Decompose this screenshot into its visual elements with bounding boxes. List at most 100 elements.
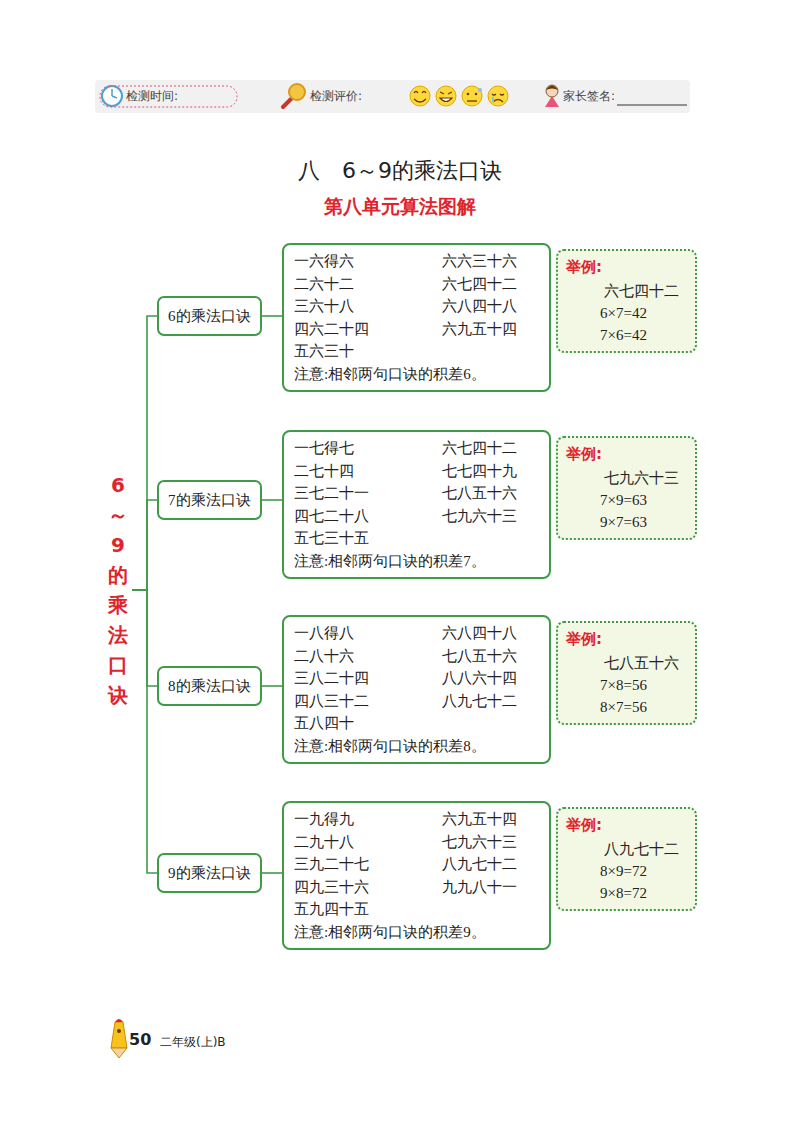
branch-box: 7的乘法口诀: [157, 480, 262, 520]
connector-line: [262, 499, 283, 501]
example-line: 7×8=56: [600, 675, 647, 695]
branch-label: 8的乘法口诀: [168, 676, 251, 696]
rating-faces: [492, 97, 494, 102]
example-box: 举例:八九七十二8×9=729×8=72: [556, 807, 697, 911]
verse-text: 七七四十九: [442, 461, 517, 481]
note-text: 注意:相邻两句口诀的积差7。: [294, 551, 486, 571]
rating-faces: [440, 98, 452, 102]
parent-icon: [545, 85, 559, 107]
verse-text: 三九二十七: [294, 854, 369, 874]
example-line: 7×9=63: [600, 490, 647, 510]
example-line: 8×7=56: [600, 697, 647, 717]
verse-text: 四七二十八: [294, 506, 369, 526]
signature-line: [617, 105, 687, 106]
clock-icon: [102, 86, 122, 106]
time-field: [100, 86, 237, 107]
rating-faces: [462, 86, 482, 106]
magnifier-icon: [283, 99, 291, 107]
verse-text: 三七二十一: [294, 483, 369, 503]
example-line: 八九七十二: [604, 839, 679, 859]
verse-text: 三八二十四: [294, 668, 369, 688]
example-box: 举例:六七四十二6×7=427×6=42: [556, 249, 697, 353]
verse-text: 六九五十四: [442, 319, 517, 339]
branch-box: 8的乘法口诀: [157, 666, 262, 706]
branch-label: 6的乘法口诀: [168, 306, 251, 326]
branch-label: 9的乘法口诀: [168, 863, 251, 883]
verse-text: 一六得六: [294, 251, 354, 271]
rating-faces: [467, 93, 470, 96]
connector-line: [262, 685, 283, 687]
example-line: 7×6=42: [600, 325, 647, 345]
verse-text: 一八得八: [294, 623, 354, 643]
parent-icon: [546, 86, 558, 91]
example-line: 9×7=63: [600, 512, 647, 532]
verse-text: 五六三十: [294, 341, 354, 361]
verse-text: 二六十二: [294, 274, 354, 294]
example-line: 9×8=72: [600, 883, 647, 903]
verse-text: 六八四十八: [442, 296, 517, 316]
rating-faces: [478, 88, 482, 92]
verse-text: 三六十八: [294, 296, 354, 316]
branch-box: 9的乘法口诀: [157, 853, 262, 893]
pencil-icon: [111, 1019, 127, 1058]
topic-text: 6～9的乘法口诀: [108, 470, 128, 710]
verse-text: 六九五十四: [442, 809, 517, 829]
example-heading: 举例:: [566, 444, 602, 464]
connector-line: [262, 315, 283, 317]
note-text: 注意:相邻两句口诀的积差9。: [294, 922, 486, 942]
rating-faces: [467, 100, 477, 101]
verse-text: 二九十八: [294, 832, 354, 852]
verse-box: 一九得九二九十八三九二十七四九三十六五九四十五六九五十四七九六十三八九七十二九九…: [282, 801, 551, 950]
example-line: 8×9=72: [600, 861, 647, 881]
note-text: 注意:相邻两句口诀的积差6。: [294, 364, 486, 384]
branch-label: 7的乘法口诀: [168, 490, 251, 510]
verse-text: 一七得七: [294, 438, 354, 458]
header-band: [95, 80, 690, 113]
verse-text: 七八五十六: [442, 483, 517, 503]
verse-box: 一六得六二六十二三六十八四六二十四五六三十六六三十六六七四十二六八四十八六九五十…: [282, 243, 551, 392]
example-heading: 举例:: [566, 815, 602, 835]
connector-line: [132, 590, 157, 686]
connector-line: [132, 500, 157, 590]
verse-text: 七九六十三: [442, 506, 517, 526]
rating-faces: [488, 86, 508, 106]
verse-text: 八八六十四: [442, 668, 517, 688]
header-field: 家长签名:: [563, 88, 615, 105]
verse-text: 八九七十二: [442, 854, 517, 874]
page-title: 八 6～9的乘法口诀: [0, 156, 800, 186]
clock-icon: [102, 86, 122, 106]
verse-text: 六七四十二: [442, 438, 517, 458]
example-box: 举例:七八五十六7×8=568×7=56: [556, 621, 697, 725]
connector-line: [262, 872, 283, 874]
page-number: 50: [129, 1030, 151, 1049]
pencil-icon: [117, 1029, 121, 1033]
pencil-icon: [111, 1048, 127, 1058]
example-line: 6×7=42: [600, 303, 647, 323]
verse-text: 一九得九: [294, 809, 354, 829]
rating-faces: [440, 92, 452, 94]
branch-box: 6的乘法口诀: [157, 296, 262, 336]
example-line: 六七四十二: [604, 281, 679, 301]
rating-faces: [414, 92, 426, 103]
parent-icon: [545, 96, 559, 107]
verse-text: 九九八十一: [442, 877, 517, 897]
footer-note: 二年级(上)B: [160, 1034, 226, 1051]
magnifier-icon: [289, 84, 305, 100]
rating-faces: [436, 86, 456, 106]
verse-box: 一七得七二七十四三七二十一四七二十八五七三十五 六七四十二七七四十九七八五十六七九…: [282, 430, 551, 579]
verse-text: 二七十四: [294, 461, 354, 481]
parent-icon: [546, 85, 558, 97]
connector-line: [132, 316, 157, 590]
example-heading: 举例:: [566, 629, 602, 649]
connector-line: [132, 590, 157, 873]
verse-text: 四八三十二: [294, 691, 369, 711]
clock-icon: [111, 89, 113, 96]
example-box: 举例:七九六十三7×9=639×7=63: [556, 436, 697, 540]
rating-faces: [410, 86, 430, 106]
verse-text: 五七三十五: [294, 528, 369, 548]
verse-text: 四九三十六: [294, 877, 369, 897]
verse-text: 五八四十: [294, 713, 354, 733]
signature-line: [617, 105, 687, 106]
header-field: 检测评价:: [310, 88, 362, 105]
